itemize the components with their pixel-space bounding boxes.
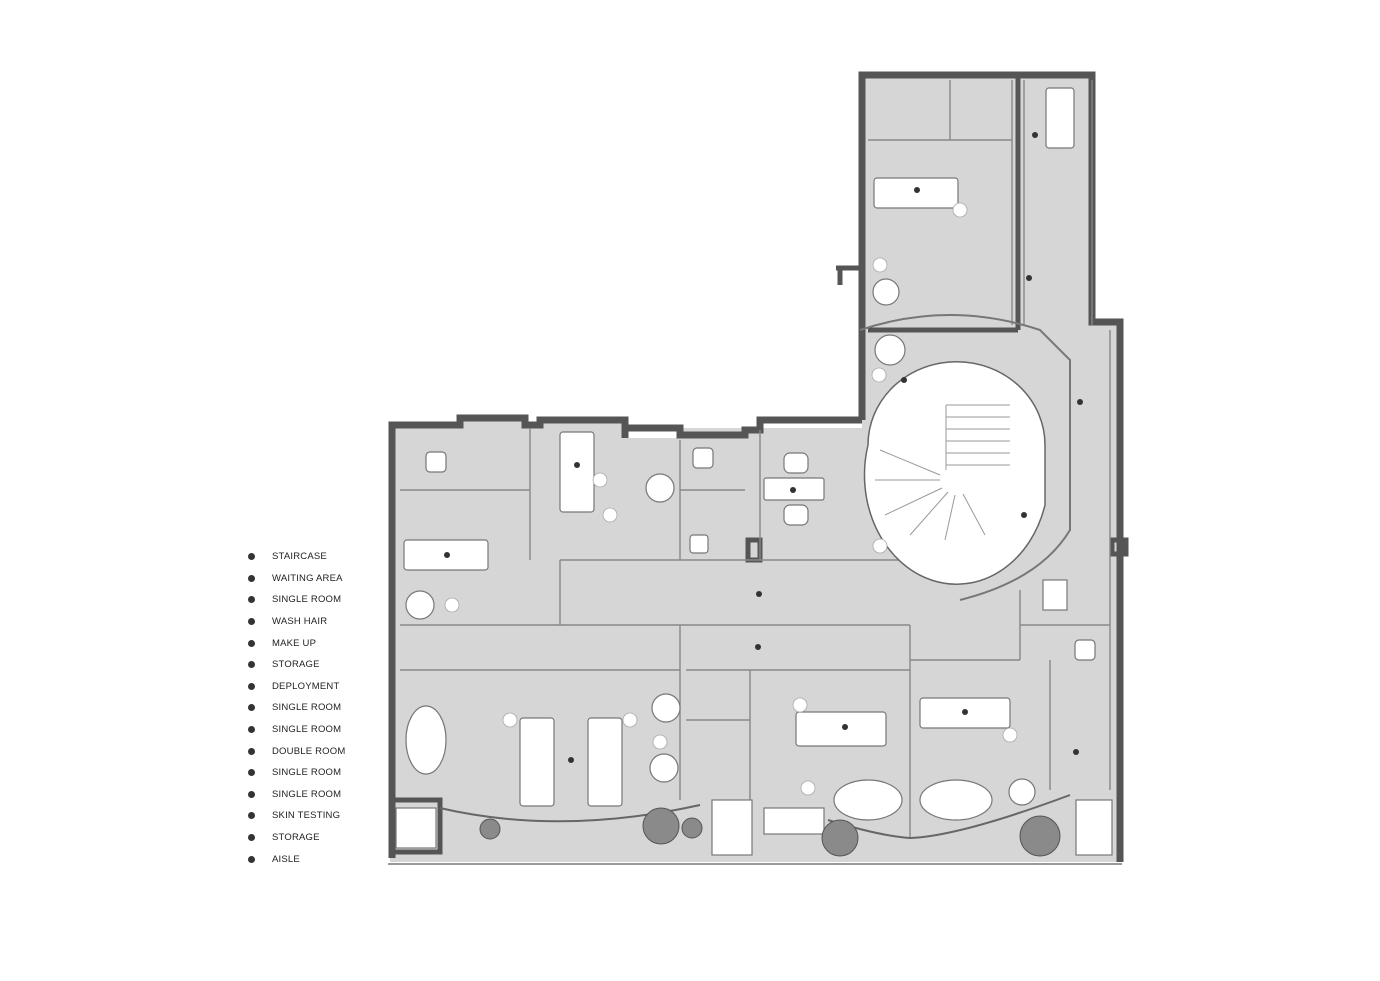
room-markers [444, 132, 1083, 763]
legend-marker [248, 747, 255, 755]
legend-item: DEPLOYMENT [246, 676, 345, 698]
legend-marker [248, 812, 255, 820]
legend-label: AISLE [272, 853, 300, 865]
legend-marker [248, 553, 255, 561]
legend-label: SINGLE ROOM [272, 788, 342, 800]
legend-item: SINGLE ROOM [246, 784, 345, 806]
legend-item: STORAGE [246, 827, 345, 849]
legend-label: STORAGE [272, 659, 320, 671]
legend-label: WASH HAIR [272, 616, 328, 628]
legend-marker [248, 769, 255, 777]
legend-label: MAKE UP [272, 637, 317, 649]
legend-label: STORAGE [272, 832, 320, 844]
legend-label: SINGLE ROOM [272, 594, 342, 606]
legend-item: AISLE [246, 848, 345, 870]
legend-label: STAIRCASE [272, 551, 327, 563]
legend-marker [248, 855, 255, 863]
staircase [859, 314, 1071, 601]
legend-label: WAITING AREA [272, 572, 343, 584]
stools [444, 202, 1018, 796]
legend-label: SKIN TESTING [272, 810, 341, 822]
legend-item: SINGLE ROOM [246, 589, 345, 611]
legend-marker [248, 704, 255, 712]
legend-item: SINGLE ROOM [246, 762, 345, 784]
interior-walls [389, 75, 1129, 855]
legend-item: SKIN TESTING [246, 805, 345, 827]
partitions [400, 80, 1111, 838]
legend-marker [248, 726, 255, 734]
legend-label: SINGLE ROOM [272, 724, 342, 736]
floor-area [390, 75, 1120, 862]
room-legend: STAIRCASE WAITING AREA SINGLE ROOM WASH … [246, 546, 345, 870]
furniture [395, 87, 1113, 856]
legend-label: SINGLE ROOM [272, 702, 342, 714]
shrubs [479, 807, 1061, 857]
legend-marker [248, 790, 255, 798]
legend-label: SINGLE ROOM [272, 767, 342, 779]
legend-marker [248, 574, 255, 582]
legend-marker [248, 682, 255, 690]
legend-item: SINGLE ROOM [246, 697, 345, 719]
legend-marker [248, 834, 255, 842]
legend-item: WAITING AREA [246, 568, 345, 590]
legend-item: SINGLE ROOM [246, 719, 345, 741]
legend-marker [248, 618, 255, 626]
legend-item: STAIRCASE [246, 546, 345, 568]
legend-item: STORAGE [246, 654, 345, 676]
legend-marker [248, 639, 255, 647]
legend-label: DOUBLE ROOM [272, 745, 346, 757]
legend-item: WASH HAIR [246, 611, 345, 633]
legend-item: MAKE UP [246, 632, 345, 654]
legend-label: DEPLOYMENT [272, 680, 340, 692]
legend-item: DOUBLE ROOM [246, 740, 345, 762]
legend-marker [248, 596, 255, 604]
legend-marker [248, 661, 255, 669]
